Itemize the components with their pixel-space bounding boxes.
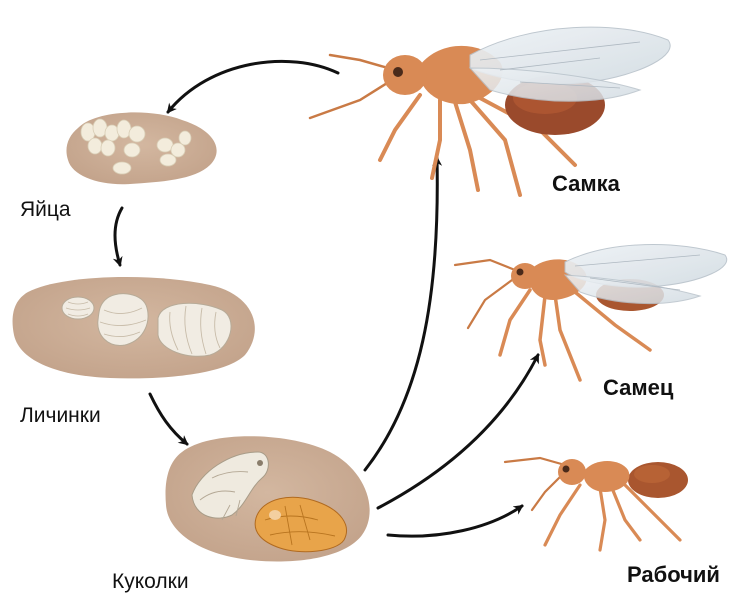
label-larvae: Личинки [20,404,101,427]
cycle-arrows [112,59,540,538]
label-pupae: Куколки [112,570,189,593]
larva-medium [97,293,149,346]
pupae-group [165,436,370,562]
larva-large [157,302,232,357]
arrow-pupae-to-worker [386,504,524,538]
pupa-orange [254,496,347,553]
label-worker: Рабочий [627,562,720,587]
label-eggs: Яйца [20,198,71,221]
arrow-pupae-to-male [376,353,540,510]
arrow-pupae-to-queen [363,156,443,472]
worker-ant [503,456,688,552]
arrow-larvae-to-pupae [148,392,189,446]
pupa-white [191,451,269,521]
arrow-eggs-to-larvae [112,206,124,267]
male-ant [453,244,728,382]
larvae-group [12,276,255,379]
larva-small [61,296,95,320]
queen-ant [308,26,671,197]
eggs-group [66,112,217,185]
egg-cluster [80,118,192,175]
arrow-queen-to-eggs [166,59,340,114]
label-queen: Самка [552,171,621,196]
label-male: Самец [603,375,674,400]
